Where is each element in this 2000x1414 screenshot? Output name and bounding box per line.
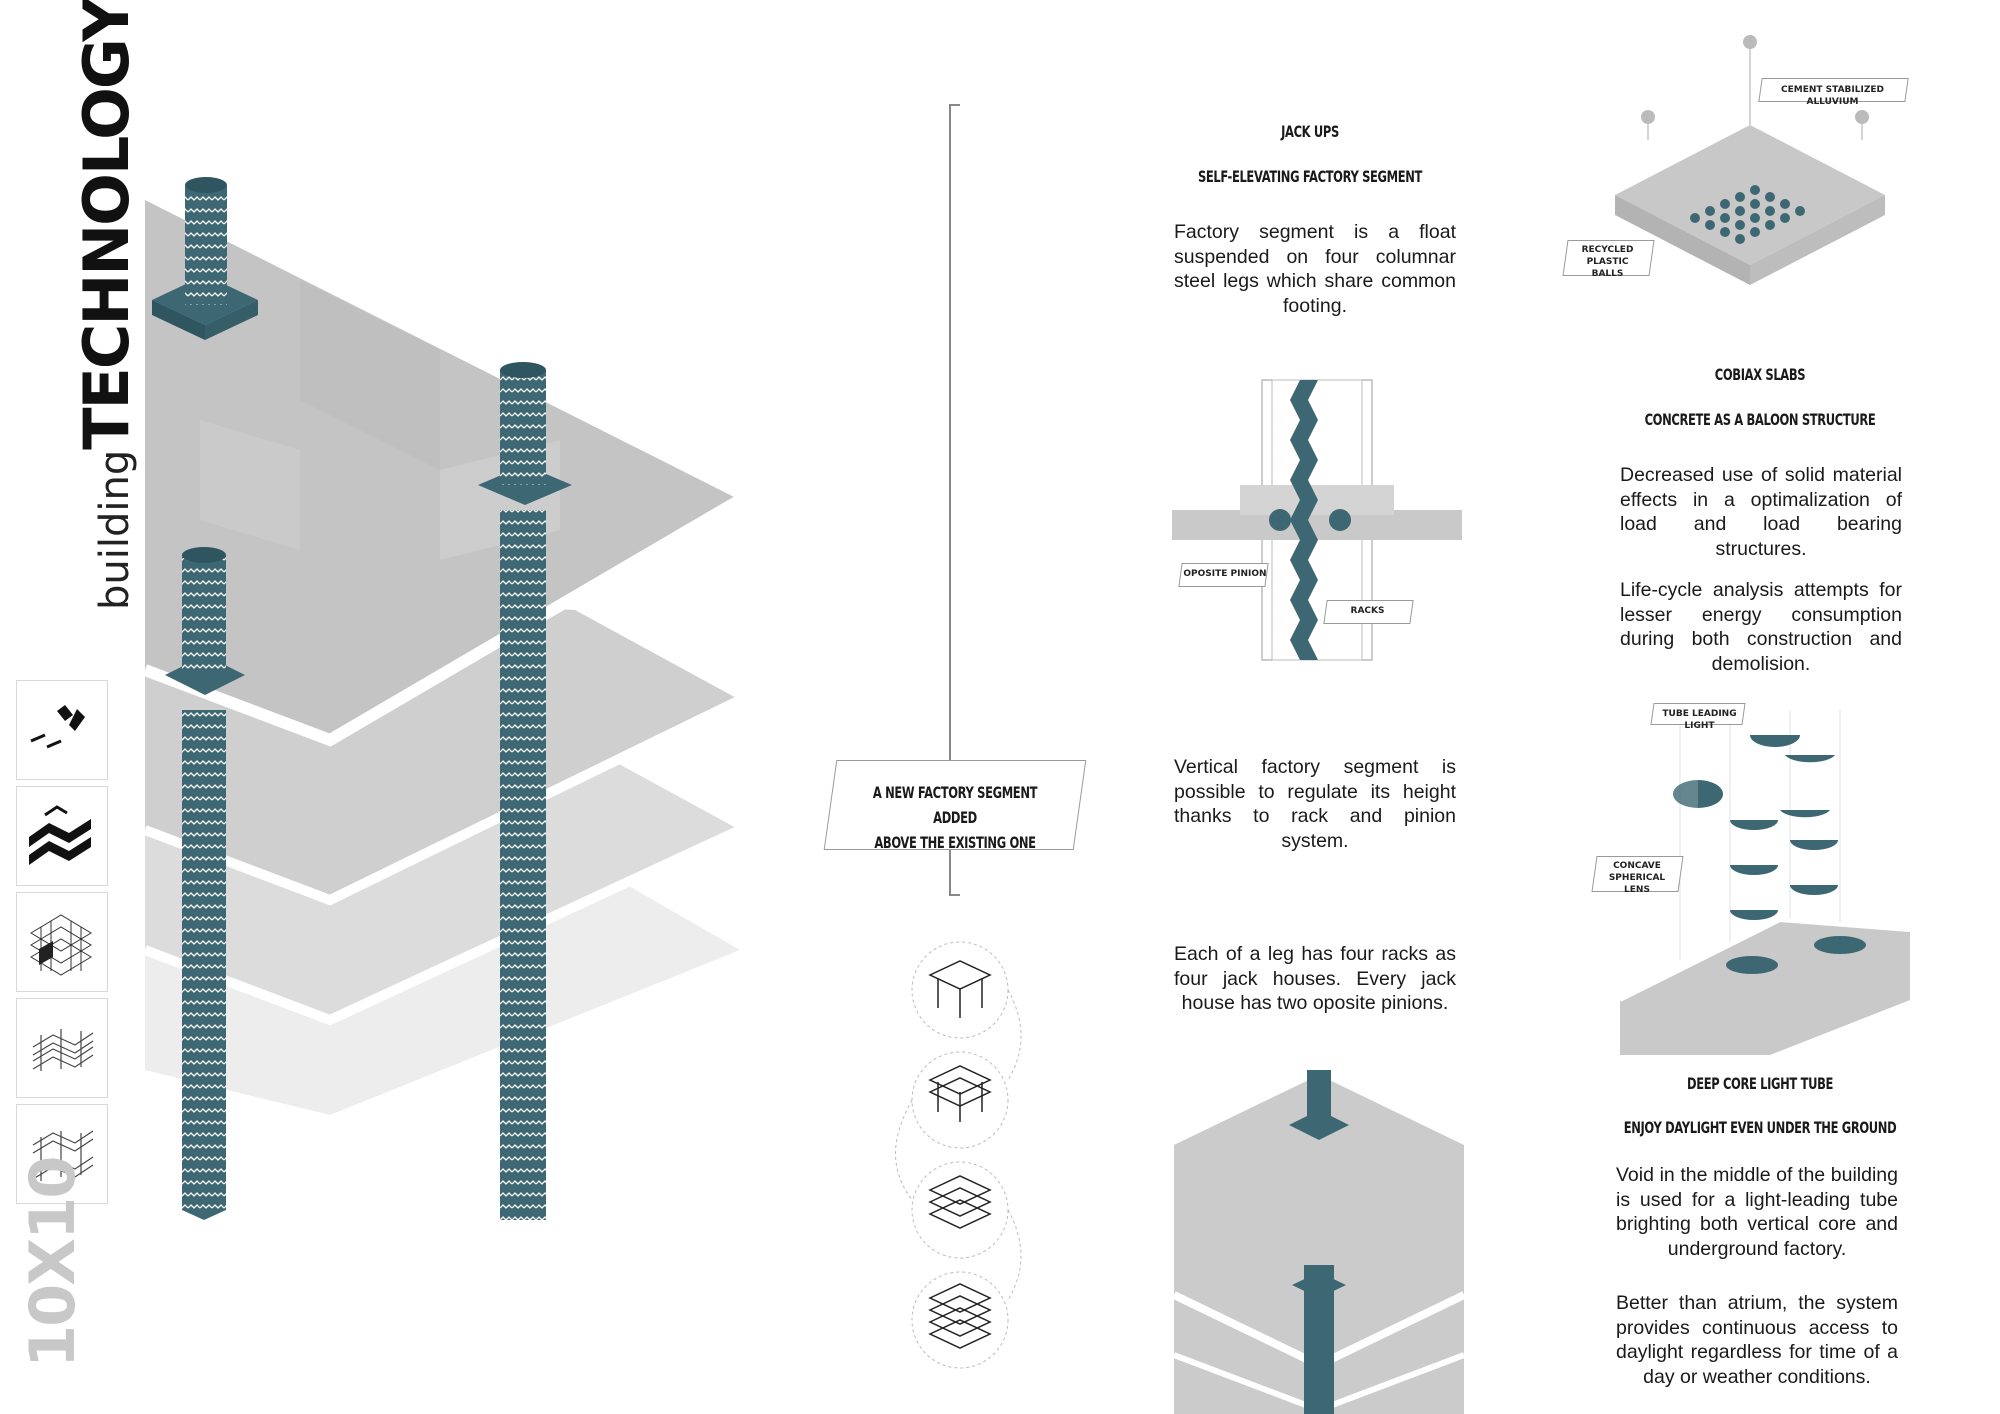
jack-leg-1 [152,177,258,340]
label-racks: RACKS [1350,606,1385,616]
cobiax-slab-illustration [1615,35,1885,285]
logo: 10X10 [16,1157,89,1368]
jack-ups-paragraph-3: Each of a leg has four racks as four jac… [1174,943,1456,1014]
step-2-icon [29,805,91,865]
thumbnail-step-5[interactable] [16,1104,108,1204]
jack-leg-3 [165,547,245,1220]
sequence-step-3 [928,1175,992,1229]
label-oposite-pinion: OPOSITE PINION [1183,569,1267,579]
cobiax-paragraph-2: Life-cycle analysis attempts for lesser … [1620,579,1902,675]
thumbnail-step-1[interactable] [16,680,108,780]
title-small: building [92,449,138,610]
light-tube-paragraph-2: Better than atrium, the system provides … [1616,1292,1898,1388]
label-concave-spherical-lens: CONCAVE SPHERICAL LENS [1592,860,1682,896]
isometric-stack-illustration [142,177,744,1220]
title-block: buildingTECHNOLOGY [20,0,143,610]
label-concave-line-1: CONCAVE SPHERICAL [1608,861,1666,883]
jack-leg-2 [478,362,572,1220]
jack-ups-heading: JACK UPS [1281,122,1339,141]
label-cement-stabilized-alluvium: CEMENT STABILIZED ALLUVIUM [1781,85,1884,107]
step-3-icon [30,914,92,976]
jack-ups-paragraph-1: Factory segment is a float suspended on … [1174,221,1456,317]
timeline-line [949,104,960,896]
label-concave-line-2: LENS [1624,885,1650,895]
label-recycled-plastic-line-1: RECYCLED PLASTIC [1581,245,1634,267]
jack-ups-subheading: SELF-ELEVATING FACTORY SEGMENT [1197,167,1423,186]
callout-line-2: ABOVE THE EXISTING ONE [874,833,1036,852]
leg-section-illustration [1174,1070,1464,1414]
light-tube-heading: DEEP CORE LIGHT TUBE [1686,1074,1834,1093]
rack-pinion-detail [1172,379,1462,661]
cobiax-heading: COBIAX SLABS [1714,365,1806,384]
page-title: buildingTECHNOLOGY [70,0,143,610]
callout-line-1: A NEW FACTORY SEGMENT ADDED [872,783,1038,827]
light-tube-paragraph-1: Void in the middle of the building is us… [1616,1164,1898,1260]
label-tube-leading-light: TUBE LEADING LIGHT [1662,709,1737,731]
sequence-step-2 [928,1065,992,1122]
thumbnail-step-2[interactable] [16,786,108,886]
sequence-step-4 [928,1283,992,1349]
title-big: TECHNOLOGY [70,0,143,450]
light-tube-illustration [1620,710,1910,1055]
thumbnail-step-4[interactable] [16,998,108,1098]
cobiax-paragraph-1: Decreased use of solid material effects … [1620,464,1902,560]
cobiax-subheading: CONCRETE AS A BALOON STRUCTURE [1644,410,1876,429]
label-recycled-plastic-line-2: BALLS [1591,269,1624,279]
thumbnail-step-3[interactable] [16,892,108,992]
jack-ups-paragraph-2: Vertical factory segment is possible to … [1174,756,1456,852]
step-1-icon [30,705,85,749]
label-recycled-plastic-balls: RECYCLED PLASTIC BALLS [1565,244,1650,280]
step-4-icon [32,1029,94,1071]
callout-text: A NEW FACTORY SEGMENT ADDED ABOVE THE EX… [858,780,1052,855]
sequence-step-1 [928,960,992,1018]
pinion-left-icon [1269,509,1291,531]
light-tube-subheading: ENJOY DAYLIGHT EVEN UNDER THE GROUND [1623,1118,1897,1137]
step-5-icon [32,1130,94,1181]
pinion-right-icon [1329,509,1351,531]
stacking-sequence [895,941,1022,1369]
rack-icon [1290,380,1318,660]
